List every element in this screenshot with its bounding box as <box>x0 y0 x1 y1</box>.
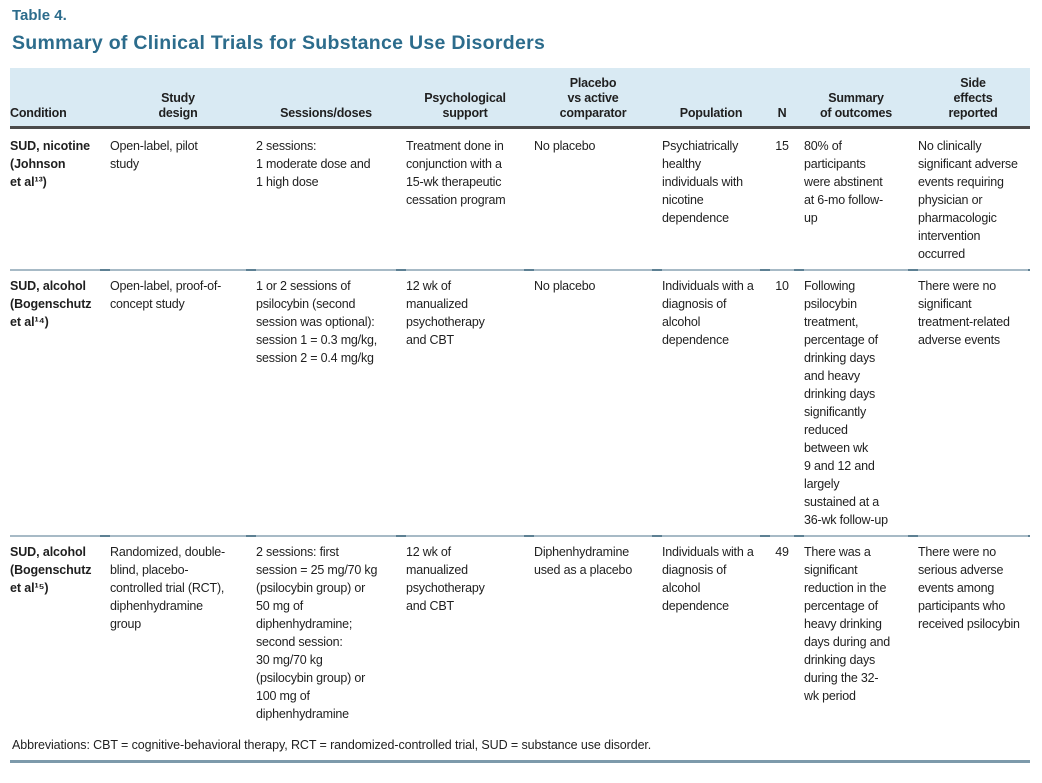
table-label: Table 4. <box>12 7 67 24</box>
cell-n: 10 <box>770 269 794 535</box>
clinical-trials-table: Condition Study design Sessions/doses Ps… <box>10 68 1030 729</box>
table-row-bogenschutz-15: SUD, alcohol (Bogenschutz et al¹⁵) Rando… <box>10 535 1030 729</box>
cell-study-design: Randomized, double- blind, placebo- cont… <box>110 535 246 729</box>
table-title: Summary of Clinical Trials for Substance… <box>12 32 546 54</box>
cell-study-design: Open-label, pilot study <box>110 139 198 171</box>
cell-psychological-support: 12 wk of manualized psychotherapy and CB… <box>406 269 524 535</box>
column-header-sessions-doses: Sessions/doses <box>280 106 372 120</box>
cell-condition: SUD, alcohol (Bogenschutz et al¹⁴) <box>10 269 100 535</box>
cell-population: Psychiatrically healthy individuals with… <box>662 139 743 225</box>
column-header-psychological-support: Psychological support <box>424 91 506 120</box>
cell-n: 15 <box>775 139 789 153</box>
column-header-population: Population <box>679 106 743 120</box>
column-header-side-effects: Side effects reported <box>948 76 998 120</box>
table-row-johnson: SUD, nicotine (Johnson et al¹³) Open-lab… <box>10 129 1030 269</box>
cell-summary-of-outcomes: There was a significant reduction in the… <box>804 535 908 729</box>
abbreviations-note: Abbreviations: CBT = cognitive-behaviora… <box>12 738 652 752</box>
cell-side-effects: There were no significant treatment-rela… <box>918 269 1028 535</box>
cell-study-design: Open-label, proof-of- concept study <box>110 269 246 535</box>
cell-population: Individuals with a diagnosis of alcohol … <box>662 269 760 535</box>
cell-placebo-comparator: No placebo <box>534 269 652 535</box>
column-header-n: N <box>777 106 787 120</box>
cell-psychological-support: 12 wk of manualized psychotherapy and CB… <box>406 535 524 729</box>
column-header-placebo-comparator: Placebo vs active comparator <box>559 76 627 120</box>
column-header-condition: Condition <box>10 106 67 120</box>
column-header-study-design: Study design <box>158 91 198 120</box>
cell-sessions-doses: 2 sessions: 1 moderate dose and 1 high d… <box>256 139 371 189</box>
bottom-rule <box>10 760 1030 763</box>
cell-condition: SUD, nicotine (Johnson et al¹³) <box>10 139 90 189</box>
cell-summary-of-outcomes: 80% of participants were abstinent at 6-… <box>804 139 883 225</box>
table-header-row: Condition Study design Sessions/doses Ps… <box>10 68 1030 129</box>
cell-condition: SUD, alcohol (Bogenschutz et al¹⁵) <box>10 535 100 729</box>
cell-side-effects: No clinically significant adverse events… <box>918 139 1018 261</box>
cell-population: Individuals with a diagnosis of alcohol … <box>662 535 760 729</box>
cell-placebo-comparator: No placebo <box>534 139 596 153</box>
cell-n: 49 <box>770 535 794 729</box>
cell-sessions-doses: 1 or 2 sessions of psilocybin (second se… <box>256 269 396 535</box>
column-header-summary-of-outcomes: Summary of outcomes <box>819 91 893 120</box>
table-row-bogenschutz-14: SUD, alcohol (Bogenschutz et al¹⁴) Open-… <box>10 269 1030 535</box>
cell-placebo-comparator: Diphenhydramine used as a placebo <box>534 535 652 729</box>
cell-psychological-support: Treatment done in conjunction with a 15-… <box>406 139 506 207</box>
cell-summary-of-outcomes: Following psilocybin treatment, percenta… <box>804 269 908 535</box>
cell-sessions-doses: 2 sessions: first session = 25 mg/70 kg … <box>256 535 396 729</box>
cell-side-effects: There were no serious adverse events amo… <box>918 535 1028 729</box>
